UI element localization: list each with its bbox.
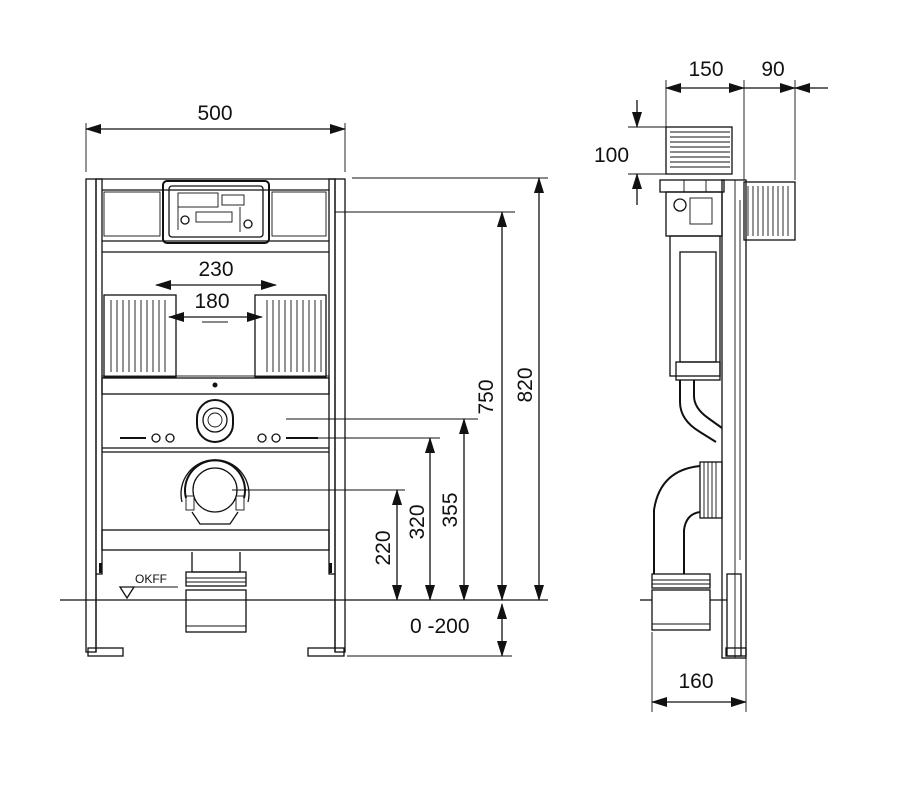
dimension-depth-cistern: 150	[665, 58, 745, 180]
floor-level: OKFF	[60, 572, 548, 601]
dimension-height-inner: 750	[335, 211, 515, 601]
louvre-right	[254, 294, 327, 378]
dimension-depth-bottom: 160	[651, 632, 747, 712]
dimension-outer-openings: 230	[155, 258, 277, 290]
dimension-height-box: 100	[594, 100, 666, 205]
cistern-body	[659, 179, 725, 381]
drain-pipe	[185, 552, 247, 633]
label-depth-cistern: 150	[688, 58, 723, 81]
label-height-220: 220	[372, 530, 395, 565]
dimension-height-320: 320	[286, 437, 440, 601]
label-outer-openings: 230	[198, 258, 233, 281]
label-depth-bottom: 160	[678, 670, 713, 693]
label-height-inner: 750	[475, 379, 498, 414]
label-inner-openings: 180	[194, 290, 229, 313]
dimension-depth-box: 90	[744, 58, 828, 180]
label-height-total: 820	[514, 367, 537, 402]
front-view: 500	[60, 102, 548, 657]
dimension-width-total: 500	[85, 102, 346, 172]
cover-box	[665, 126, 733, 175]
label-height-320: 320	[406, 504, 429, 539]
dimension-height-total: 820	[352, 177, 548, 601]
label-floor-offset: 0 -200	[410, 615, 470, 638]
louvre-left	[103, 294, 177, 378]
label-depth-box: 90	[761, 58, 784, 81]
dimension-height-220: 220	[232, 489, 405, 601]
label-floor: OKFF	[135, 572, 167, 586]
frame-outline	[85, 178, 346, 657]
dimension-floor-offset: 0 -200	[347, 603, 512, 657]
flush-pipe-inlet	[196, 399, 234, 443]
flush-mechanism	[162, 180, 270, 244]
label-height-box: 100	[594, 144, 629, 167]
side-view: 150 90 100	[594, 58, 828, 712]
dimension-inner-openings: 180	[168, 290, 263, 323]
mounting-studs	[120, 382, 318, 443]
label-width-total: 500	[197, 102, 232, 125]
label-height-355: 355	[439, 492, 462, 527]
side-frame-post	[721, 179, 747, 659]
rear-box	[743, 181, 796, 241]
waste-bend-side	[653, 461, 723, 574]
drain-pipe-side	[640, 573, 727, 631]
flush-pipe-side	[679, 380, 723, 443]
waste-pipe-outlet	[180, 459, 250, 525]
dimension-height-355: 355	[286, 418, 478, 601]
